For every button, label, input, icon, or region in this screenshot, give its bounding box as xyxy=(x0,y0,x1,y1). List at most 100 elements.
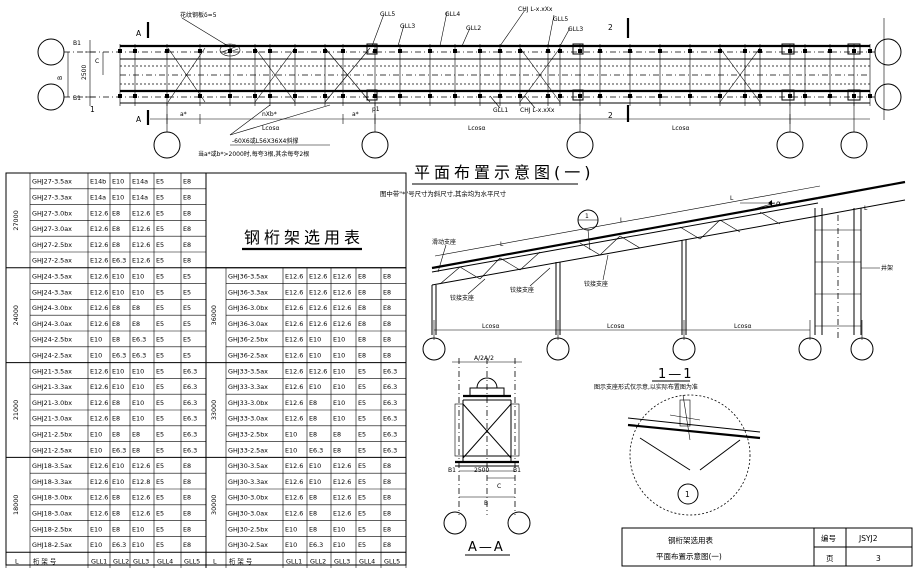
member-spec: E12.6 xyxy=(90,462,108,470)
member-spec: E5 xyxy=(358,462,366,470)
member-spec: E5 xyxy=(358,510,366,518)
member-spec: E12.6 xyxy=(90,399,108,407)
node-mark xyxy=(743,94,747,98)
section-11-note: 图示支座形式仅示意,以实际布置图为准 xyxy=(594,383,698,391)
member-spec: E12.6 xyxy=(333,288,351,296)
member-spec: E8 xyxy=(309,431,317,439)
dim-b: B xyxy=(57,76,64,80)
tb-page-label: 页 xyxy=(826,554,834,563)
member-spec: E12.6 xyxy=(90,320,108,328)
node-mark xyxy=(341,49,345,53)
node-mark xyxy=(118,94,122,98)
member-spec: E12.6 xyxy=(90,478,108,486)
truss-id: GHJ21-3.5ax xyxy=(32,367,72,375)
node-mark xyxy=(598,94,602,98)
footer-header: GLL5 xyxy=(384,557,400,565)
truss-id: GHJ24-3.0ax xyxy=(32,320,72,328)
member-spec: E14b xyxy=(90,178,106,186)
footer-header: 桁 架 号 xyxy=(33,556,56,565)
elevation-view: L L L L α 1 滑动支座 铰接支座 铰接支座 铰接支座 井架 Lcosα… xyxy=(422,180,906,361)
hinge-support-3: 铰接支座 xyxy=(584,280,608,288)
span-label: 18000 xyxy=(12,495,20,515)
member-spec: E5 xyxy=(358,399,366,407)
member-spec: E10 xyxy=(333,525,345,533)
member-spec: E12.8 xyxy=(132,478,150,486)
member-spec: E10 xyxy=(309,336,321,344)
truss-id: GHJ18-2.5ax xyxy=(32,541,72,549)
node-mark xyxy=(546,49,550,53)
span-label: 33000 xyxy=(210,400,218,420)
node-mark xyxy=(558,94,562,98)
node-mark xyxy=(578,94,582,98)
member-spec: E8 xyxy=(183,225,191,233)
member-spec: E8 xyxy=(383,320,391,328)
node-mark xyxy=(578,49,582,53)
axis-circle xyxy=(776,131,804,159)
detail-callout xyxy=(677,483,699,505)
member-spec: E8 xyxy=(112,225,120,233)
member-spec: E8 xyxy=(358,352,366,360)
dim-c: C xyxy=(95,58,99,65)
dim-p1: p1 xyxy=(372,106,380,113)
member-spec: E6.3 xyxy=(183,399,197,407)
axis-circle xyxy=(361,131,389,159)
member-spec: E12.6 xyxy=(285,462,303,470)
node-mark xyxy=(478,94,482,98)
member-spec: E8 xyxy=(358,273,366,281)
node-mark xyxy=(598,49,602,53)
footer-header: 桁 架 号 xyxy=(229,556,252,565)
member-spec: E10 xyxy=(132,541,144,549)
node-mark xyxy=(688,94,692,98)
truss-id: GHJ27-2.5bx xyxy=(32,241,72,249)
dim-2500: 2500 xyxy=(81,65,88,80)
truss-id: GHJ27-2.5ax xyxy=(32,257,72,265)
node-mark xyxy=(758,49,762,53)
member-spec: E5 xyxy=(358,367,366,375)
axis-circle xyxy=(798,337,822,361)
member-spec: E8 xyxy=(309,399,317,407)
member-spec: E12.6 xyxy=(285,383,303,391)
member-spec: E14a xyxy=(132,194,148,202)
member-spec: E10 xyxy=(132,273,144,281)
truss-id: GHJ18-3.5ax xyxy=(32,462,72,470)
member-spec: E10 xyxy=(333,367,345,375)
truss-id: GHJ33-2.5ax xyxy=(228,446,268,454)
hinge-support-2: 铰接支座 xyxy=(510,286,534,294)
member-spec: E10 xyxy=(333,541,345,549)
member-spec: E10 xyxy=(112,273,124,281)
truss-id: GHJ18-3.0bx xyxy=(32,494,72,502)
footer-header: L xyxy=(213,557,217,565)
node-mark xyxy=(803,94,807,98)
truss-id: GHJ36-2.5ax xyxy=(228,352,268,360)
member-spec: E8 xyxy=(383,525,391,533)
member-spec: E12.6 xyxy=(90,257,108,265)
member-spec: E12.6 xyxy=(309,273,327,281)
footer-header: GLL2 xyxy=(113,557,129,565)
member-spec: E6.3 xyxy=(183,383,197,391)
member-spec: E8 xyxy=(309,415,317,423)
member-spec: E8 xyxy=(132,304,140,312)
dim-lcos-1: Lcosα xyxy=(262,125,279,132)
gll1-label: GLL1 xyxy=(493,107,508,114)
member-spec: E8 xyxy=(183,525,191,533)
node-mark xyxy=(518,94,522,98)
member-spec: E6.3 xyxy=(183,415,197,423)
member-spec: E8 xyxy=(183,478,191,486)
axis-circle xyxy=(850,337,874,361)
member-spec: E10 xyxy=(112,194,124,202)
member-spec: E5 xyxy=(358,446,366,454)
member-spec: E8 xyxy=(183,194,191,202)
member-spec: E10 xyxy=(285,446,297,454)
node-mark xyxy=(118,49,122,53)
node-mark xyxy=(518,49,522,53)
member-spec: E12.6 xyxy=(132,494,150,502)
member-spec: E6.3 xyxy=(383,367,397,375)
member-spec: E10 xyxy=(333,336,345,344)
member-spec: E8 xyxy=(183,510,191,518)
footer-header: GLL1 xyxy=(286,557,302,565)
axis-circle xyxy=(840,131,868,159)
member-spec: E6.3 xyxy=(183,431,197,439)
node-mark xyxy=(253,94,257,98)
footer-header: GLL4 xyxy=(359,557,375,565)
member-spec: E12.6 xyxy=(309,304,327,312)
